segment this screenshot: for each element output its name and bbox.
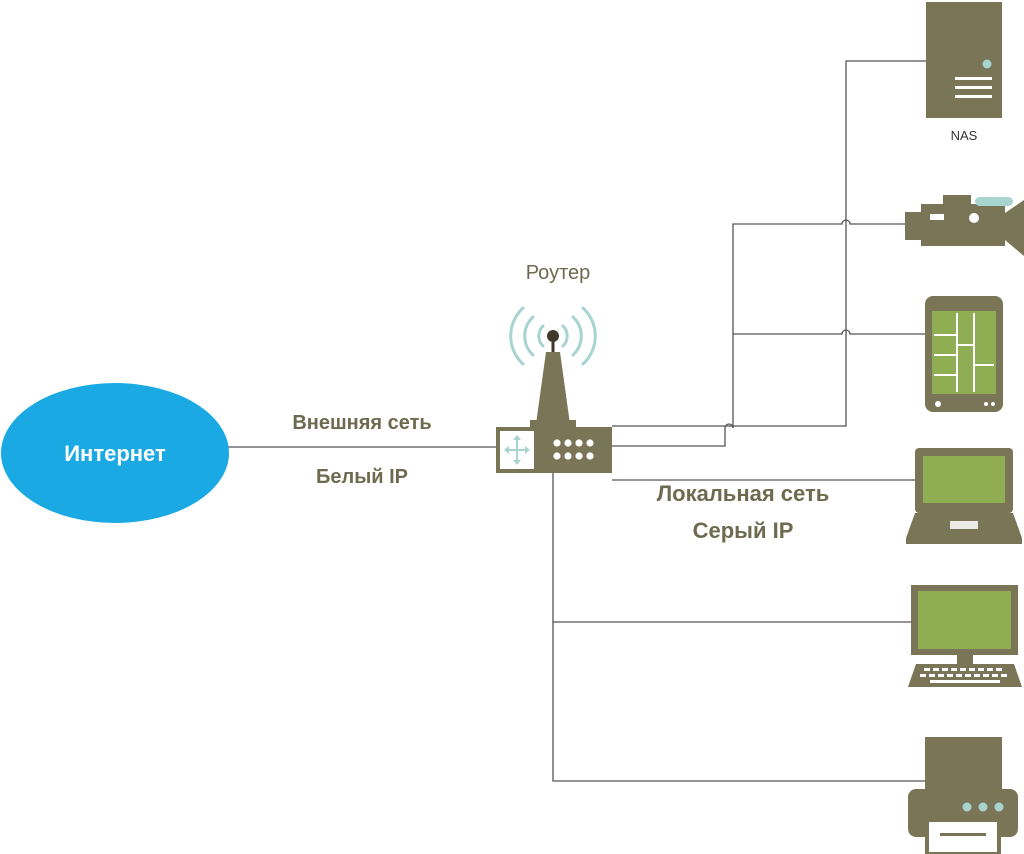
link-router-nas <box>612 60 926 427</box>
nas-label: NAS <box>951 128 978 143</box>
laptop-icon <box>906 448 1022 544</box>
router-ports <box>553 439 594 460</box>
external-network-label: Внешняя сеть <box>292 412 431 434</box>
external-network-labels: Внешняя сеть Белый IP <box>292 412 431 488</box>
internet-node: Интернет <box>1 383 229 523</box>
router-node: Роутер <box>496 262 612 473</box>
video-camera-icon <box>905 195 1024 256</box>
switch-arrows-icon <box>504 435 530 465</box>
printer-icon <box>908 737 1018 854</box>
local-network-labels: Локальная сеть Серый IP <box>657 481 830 543</box>
link-router-printer <box>552 622 963 792</box>
connection-lines <box>228 60 963 792</box>
desktop-computer-icon <box>908 585 1022 687</box>
link-router-camera <box>612 219 906 447</box>
link-router-tablet <box>733 329 925 335</box>
router-label: Роутер <box>526 262 591 284</box>
wifi-signal-icon <box>509 306 597 366</box>
internet-label: Интернет <box>64 441 166 466</box>
antenna-icon <box>530 330 576 428</box>
internet-ellipse <box>1 383 229 523</box>
white-ip-label: Белый IP <box>316 466 408 488</box>
gray-ip-label: Серый IP <box>693 518 794 543</box>
nas-server-icon <box>926 2 1002 118</box>
tablet-icon <box>925 296 1003 412</box>
local-network-label: Локальная сеть <box>657 481 830 506</box>
